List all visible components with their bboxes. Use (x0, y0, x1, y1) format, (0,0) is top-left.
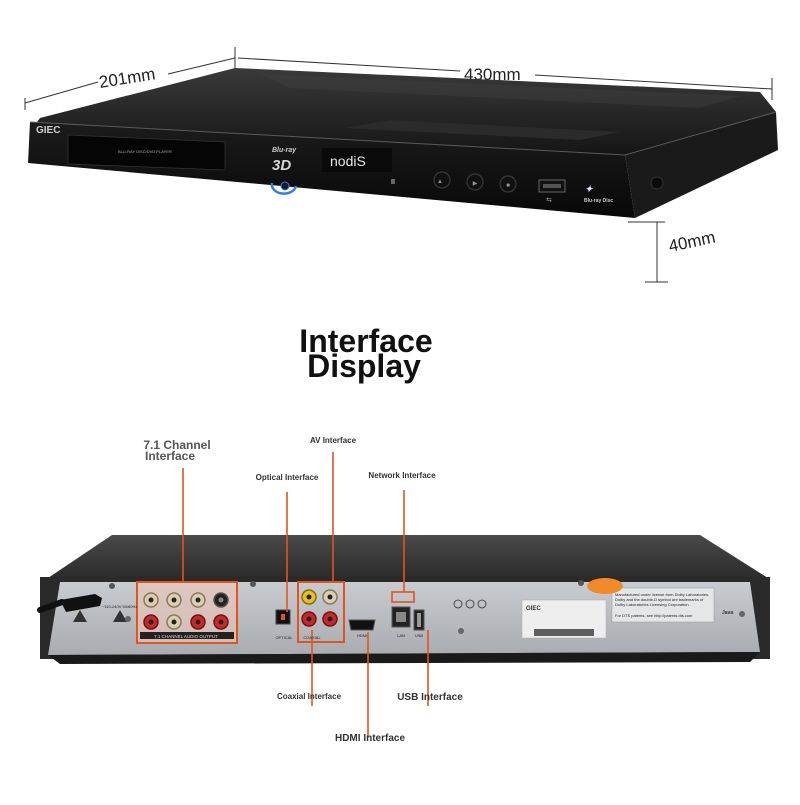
heading-line2: Display (307, 348, 421, 384)
lan-port-label: LAN (397, 633, 405, 638)
java-label: Java (722, 610, 733, 616)
usb-icon: ⇆ (546, 197, 552, 204)
hdmi-port-label: HDMI (357, 633, 367, 638)
dolby-note-1: Manufactured under license from Dolby La… (615, 592, 709, 597)
display-readout: nodiS (330, 153, 366, 169)
optical-port-label: OPTICAL (275, 635, 293, 640)
callout-hdmi-interface: HDMI Interface (335, 733, 405, 744)
dolby-note-3: Dolby Laboratories Licensing Corporation… (615, 602, 690, 607)
rca-jack-row-top (143, 592, 229, 608)
height-dimension: 40mm (667, 228, 717, 256)
heading-line1: Interface (299, 323, 432, 359)
sticker-brand: GIEC (526, 606, 541, 612)
bluray-logo-icon: ✦ (585, 184, 593, 194)
power-rating: ~110-240V 50/60Hz (102, 604, 137, 609)
channel-output-label: 7.1 CHANNEL AUDIO OUTPUT (154, 634, 218, 639)
play-pause-icon: ▶ (473, 181, 478, 187)
callout-lines (182, 452, 429, 738)
front-brand-logo: GIEC (36, 125, 60, 136)
highlight-boxes (136, 581, 415, 644)
depth-dimension: 201mm (98, 64, 157, 92)
coaxial-port-label: COAXIAL (303, 635, 321, 640)
callout-av-interface: AV Interface (310, 436, 357, 445)
callout-7-1-channel-line1: 7.1 Channel (143, 438, 210, 452)
stop-icon: ■ (506, 183, 510, 189)
player-front-view (28, 68, 778, 218)
dimension-lines (24, 47, 773, 283)
dts-note: For DTS patents, see http://patents.dts.… (615, 613, 693, 618)
player-rear-view (37, 535, 770, 664)
tray-label: BLU-RAY DISC/DVD PLAYER (118, 149, 172, 154)
bluray-3d-line1: Blu-ray (272, 147, 297, 154)
callout-7-1-channel-line2: Interface (145, 449, 195, 463)
callout-network-interface: Network Interface (368, 471, 436, 480)
bluray-3d-line2: 3D (272, 157, 291, 174)
callout-coaxial-interface: Coaxial Interface (277, 692, 342, 701)
rca-jack-row-bottom (143, 614, 229, 630)
usb-port-label: USB (415, 633, 424, 638)
callout-usb-interface: USB Interface (397, 692, 463, 703)
dolby-note-2: Dolby and the double-D symbol are tradem… (615, 597, 704, 602)
bluray-logo: Blu-ray Disc (584, 198, 613, 204)
callout-optical-interface: Optical Interface (256, 473, 319, 482)
eject-icon: ▲ (437, 179, 443, 185)
